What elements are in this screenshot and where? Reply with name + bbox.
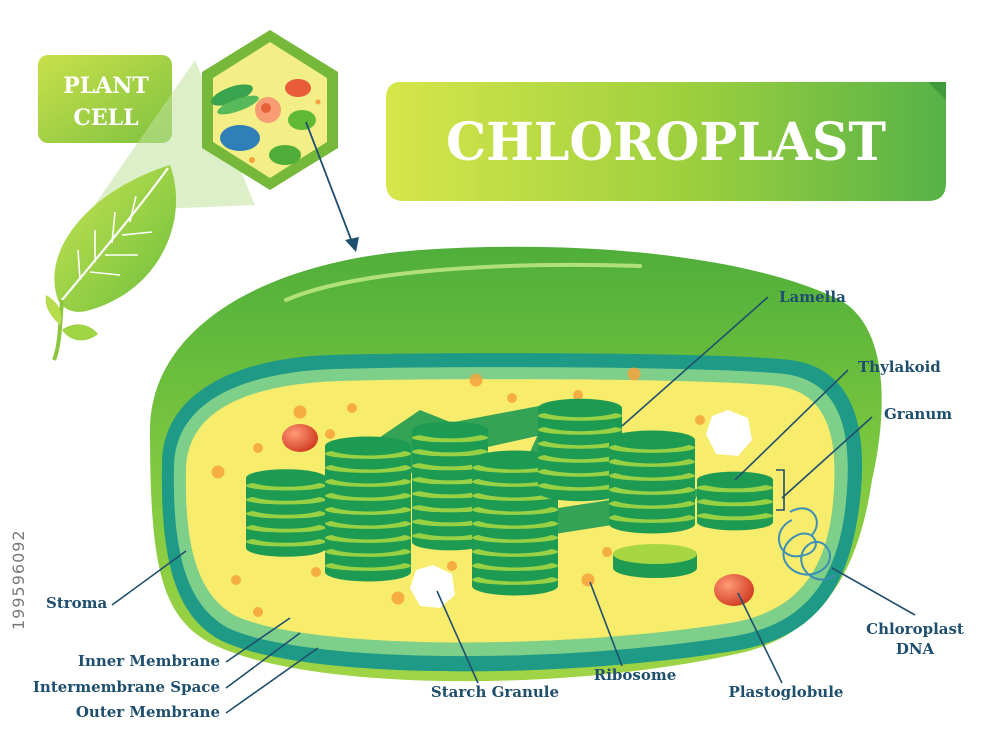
- chloroplast-internals: [211, 367, 836, 617]
- granum-top: [246, 469, 326, 487]
- granum-top: [412, 421, 488, 439]
- lamella-leader: [621, 296, 769, 427]
- starch-leader: [436, 590, 479, 684]
- label-plastoglobule: Plastoglobule: [729, 683, 844, 701]
- granum-leader: [781, 416, 873, 499]
- ribosome-dot: [311, 567, 321, 577]
- page-title: CHLOROPLAST: [446, 112, 886, 173]
- label-inner-membrane: Inner Membrane: [78, 652, 220, 670]
- ribosome-dot: [602, 547, 612, 557]
- badge-line-2: CELL: [73, 105, 138, 131]
- intermembrane-leader: [225, 632, 301, 689]
- inner-membrane-leader: [225, 617, 291, 663]
- ribosome-leader: [589, 581, 623, 667]
- ribosome-dot: [695, 415, 705, 425]
- ribosome-dot: [293, 405, 307, 419]
- dna-leader: [831, 567, 916, 616]
- stock-id: 199596092: [9, 529, 28, 630]
- leader-lines: [111, 296, 916, 714]
- granum-bracket: [776, 469, 785, 511]
- granum-top: [472, 450, 558, 470]
- granum-top: [609, 430, 695, 450]
- label-intermembrane-space: Intermembrane Space: [33, 678, 220, 696]
- ribosome-dot: [253, 443, 263, 453]
- ribosome-dot: [347, 403, 357, 413]
- outer-membrane-leader: [225, 647, 319, 714]
- ribosome-dot: [447, 561, 457, 571]
- badge-line-1: PLANT: [63, 73, 149, 99]
- arrow-head-icon: [345, 237, 359, 252]
- plant-cell-badge: PLANT CELL: [38, 55, 172, 143]
- starch-granule: [410, 565, 455, 608]
- title-banner: CHLOROPLAST: [386, 82, 946, 201]
- ribosome-dot: [507, 393, 517, 403]
- label-outer-membrane: Outer Membrane: [76, 703, 220, 721]
- chloroplast-dna: [778, 507, 836, 581]
- label-stroma: Stroma: [46, 594, 108, 612]
- starch-granule: [706, 410, 752, 456]
- leaf-icon: [45, 165, 177, 361]
- zoom-arrow: [305, 121, 353, 243]
- plant-cell-icon: [202, 30, 338, 190]
- label-chloroplast-dna-1: Chloroplast: [866, 620, 964, 638]
- label-granum: Granum: [884, 405, 952, 423]
- plastoglobule-leader: [737, 592, 783, 684]
- ribosome-dot: [325, 429, 335, 439]
- ribosome-dot: [573, 390, 583, 400]
- lone-thylakoid-top: [613, 544, 697, 564]
- plastoglobule: [282, 424, 318, 452]
- ribosome-dot: [391, 591, 405, 605]
- ribosome-dot: [581, 573, 595, 587]
- ribosome-dot: [627, 367, 641, 381]
- ribosome-dot: [211, 465, 225, 479]
- thylakoid-leader: [734, 369, 849, 481]
- label-thylakoid: Thylakoid: [858, 358, 941, 376]
- label-lamella: Lamella: [779, 288, 846, 306]
- ribosome-dot: [469, 373, 483, 387]
- labels: Lamella Thylakoid Granum Stroma Chloropl…: [33, 288, 964, 721]
- ribosome-dot: [231, 575, 241, 585]
- label-ribosome: Ribosome: [594, 666, 677, 684]
- stroma-leader: [111, 550, 187, 606]
- granum-top: [538, 398, 622, 418]
- plastoglobule: [714, 574, 754, 606]
- label-starch-granule: Starch Granule: [431, 683, 559, 701]
- label-chloroplast-dna-2: DNA: [896, 640, 935, 658]
- ribosome-dot: [253, 607, 263, 617]
- granum-top: [325, 436, 411, 456]
